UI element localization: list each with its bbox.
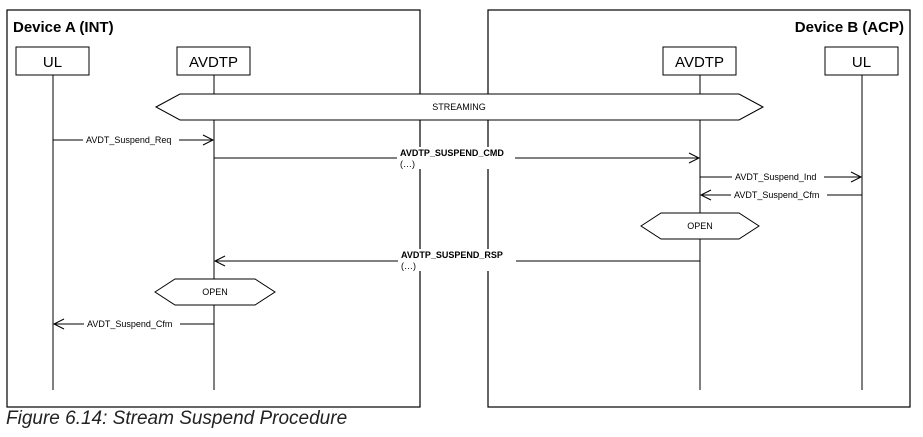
device-b-frame bbox=[487, 9, 911, 408]
msg-suspend-ind-label: AVDT_Suspend_Ind bbox=[735, 172, 816, 182]
msg-suspend-cfm-b-label-bg bbox=[731, 189, 827, 200]
msg-suspend-cmd-arrowhead bbox=[688, 152, 701, 164]
entity-a-avdtp-label: AVDTP bbox=[189, 54, 238, 71]
entity-a-ul-box bbox=[15, 46, 90, 76]
msg-suspend-cfm-a-arrowhead bbox=[52, 318, 65, 330]
entity-a-ul-label: UL bbox=[43, 54, 62, 71]
figure-caption: Figure 6.14: Stream Suspend Procedure bbox=[6, 408, 348, 429]
msg-suspend-cfm-b-label: AVDT_Suspend_Cfm bbox=[734, 190, 819, 200]
msg-suspend-cfm-a-label-bg bbox=[84, 318, 180, 329]
msg-suspend-rsp-label: AVDTP_SUSPEND_RSP bbox=[401, 250, 503, 260]
entity-b-avdtp-label: AVDTP bbox=[675, 54, 724, 71]
state-open-b-label: OPEN bbox=[687, 221, 713, 231]
state-streaming-shape bbox=[154, 93, 765, 121]
msg-suspend-req-label-bg bbox=[83, 134, 179, 145]
msg-suspend-cfm-b-arrowhead bbox=[699, 189, 712, 201]
entity-b-ul-box bbox=[824, 46, 899, 76]
device-a-frame bbox=[6, 9, 421, 408]
msg-suspend-ind-arrowhead bbox=[850, 171, 863, 183]
msg-suspend-cmd-label: AVDTP_SUSPEND_CMD bbox=[400, 148, 504, 158]
msg-suspend-req-arrowhead bbox=[202, 134, 215, 146]
msg-suspend-cfm-a-label: AVDT_Suspend_Cfm bbox=[87, 319, 172, 329]
state-open-a-label: OPEN bbox=[202, 287, 228, 297]
msg-suspend-req-label: AVDT_Suspend_Req bbox=[86, 135, 171, 145]
msg-suspend-rsp-label-bg bbox=[398, 249, 516, 271]
entity-b-ul-label: UL bbox=[852, 54, 871, 71]
state-streaming-label: STREAMING bbox=[432, 102, 486, 112]
device-b-title: Device B (ACP) bbox=[795, 19, 904, 36]
state-open-b-shape bbox=[640, 212, 760, 240]
device-a-title: Device A (INT) bbox=[13, 19, 114, 36]
sequence-diagram: Device A (INT) Device B (ACP) UL AVDTP A… bbox=[6, 9, 911, 408]
msg-suspend-rsp-params: (…) bbox=[401, 261, 416, 271]
msg-suspend-rsp-arrowhead bbox=[213, 255, 226, 267]
msg-suspend-ind-label-bg bbox=[732, 171, 824, 182]
msg-suspend-cmd-params: (…) bbox=[400, 159, 415, 169]
msg-suspend-cmd-label-bg bbox=[397, 147, 515, 169]
state-open-a-shape bbox=[154, 278, 276, 306]
entity-b-avdtp-box bbox=[662, 46, 737, 76]
